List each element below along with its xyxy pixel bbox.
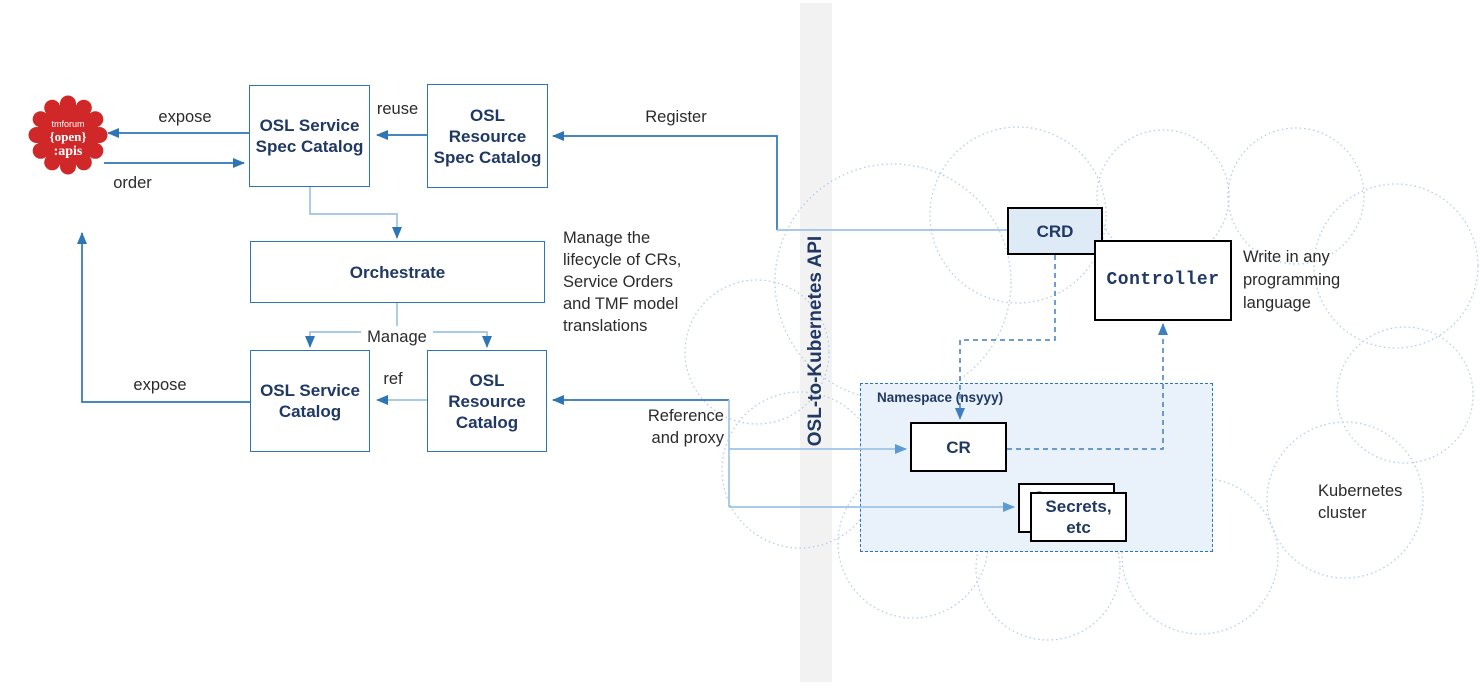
badge-line-tmforum: tmforum xyxy=(51,119,84,129)
node-osl-resource-catalog: OSL Resource Catalog xyxy=(427,350,547,452)
api-divider-bar xyxy=(800,3,832,682)
namespace-label: Namespace (nsyyy) xyxy=(877,390,1004,405)
edge-label-register: Register xyxy=(645,108,707,126)
edge-label-reference-proxy: Reference and proxy xyxy=(647,407,724,447)
node-orchestrate: Orchestrate xyxy=(250,241,545,303)
edge-label-expose-bottom: expose xyxy=(133,376,187,394)
edge-label-ref: ref xyxy=(383,370,403,388)
node-secrets: Secrets, etc xyxy=(1030,492,1127,542)
edge-label-expose-top: expose xyxy=(158,108,212,126)
node-osl-resource-spec-catalog: OSL Resource Spec Catalog xyxy=(427,84,548,188)
node-osl-service-spec-catalog: OSL Service Spec Catalog xyxy=(249,85,370,187)
tmforum-openapis-badge-icon: tmforum {open} :apis xyxy=(28,95,108,175)
note-write-any-language: Write in any programming language xyxy=(1243,248,1341,312)
node-cr: CR xyxy=(910,422,1007,472)
note-kubernetes-cluster: Kubernetes cluster xyxy=(1318,482,1403,522)
edge-label-order: order xyxy=(113,174,152,192)
edge-label-manage: Manage xyxy=(361,326,433,348)
node-crd: CRD xyxy=(1007,207,1103,255)
edge-label-reuse: reuse xyxy=(376,100,419,118)
osl-to-kubernetes-api-label: OSL-to-Kubernetes API xyxy=(805,235,826,447)
note-lifecycle: Manage the lifecycle of CRs, Service Ord… xyxy=(563,229,682,335)
node-osl-service-catalog: OSL Service Catalog xyxy=(250,350,370,452)
badge-line-open: {open} xyxy=(50,129,87,144)
node-controller: Controller xyxy=(1094,240,1232,321)
badge-line-apis: :apis xyxy=(54,144,83,159)
